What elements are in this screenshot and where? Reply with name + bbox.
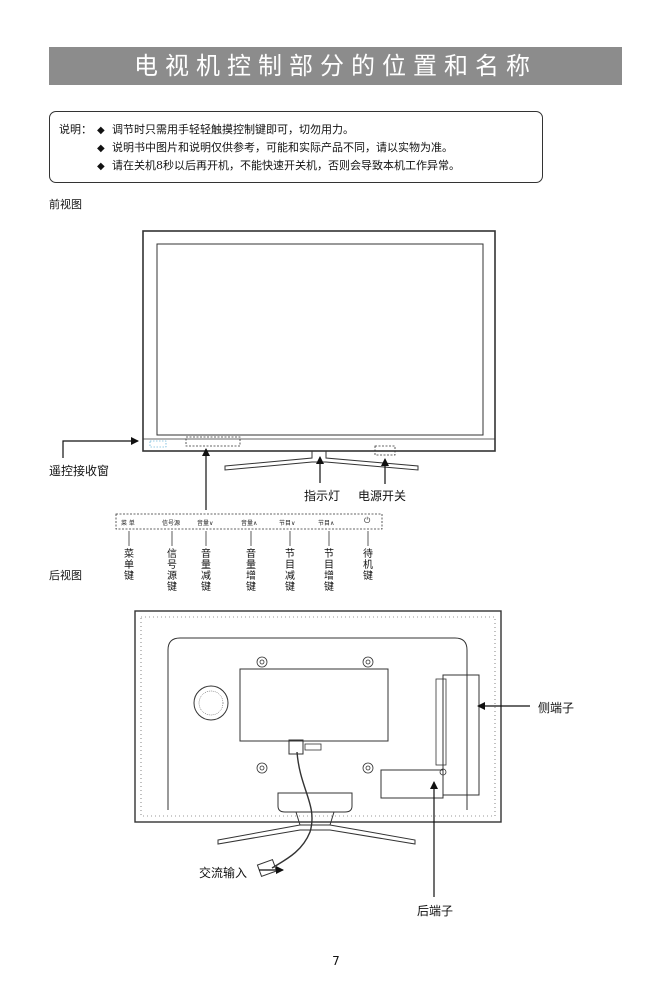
key-strip — [115, 513, 383, 530]
front-view-heading: 前视图 — [49, 198, 82, 211]
note-item-3: ◆请在关机8秒以后再开机，不能快速开关机，否则会导致本机工作异常。 — [97, 159, 460, 172]
diamond-bullet-icon: ◆ — [97, 143, 105, 154]
channel-up-key-label: 节目增键 — [324, 549, 334, 593]
section-title: 电视机控制部分的位置和名称 — [134, 52, 537, 80]
source-key-label: 信号源键 — [167, 549, 177, 593]
source-key-marking: 信号源 — [162, 520, 181, 527]
note-item-1: ◆调节时只需用手轻轻触摸控制键即可，切勿用力。 — [97, 123, 354, 136]
note-item-2: ◆说明书中图片和说明仅供参考，可能和实际产品不同，请以实物为准。 — [97, 141, 453, 154]
volume-down-key-label: 音量减键 — [201, 549, 211, 593]
rear-tv-illustration — [134, 610, 502, 878]
side-terminal-label: 侧端子 — [538, 701, 575, 715]
power-icon: ⏻ — [364, 516, 371, 525]
menu-key-label: 菜单键 — [124, 549, 134, 582]
volume-up-key-label: 音量增键 — [246, 549, 256, 593]
volume-up-key-marking: 音量∧ — [241, 520, 258, 527]
channel-up-key-marking: 节目∧ — [318, 520, 335, 527]
note-box: 说明： ◆调节时只需用手轻轻触摸控制键即可，切勿用力。 ◆说明书中图片和说明仅供… — [49, 111, 543, 183]
power-switch-label: 电源开关 — [358, 489, 407, 503]
diamond-bullet-icon: ◆ — [97, 125, 105, 136]
section-title-banner: 电视机控制部分的位置和名称 — [49, 47, 622, 85]
channel-down-key-marking: 节目∨ — [279, 520, 296, 527]
indicator-label: 指示灯 — [304, 489, 341, 503]
menu-key-marking: 菜 单 — [121, 520, 135, 527]
volume-down-key-marking: 音量∨ — [197, 520, 214, 527]
channel-down-key-label: 节目减键 — [285, 549, 295, 593]
note-label: 说明： — [59, 123, 92, 136]
rear-terminal-label: 后端子 — [417, 904, 454, 918]
ac-input-label: 交流输入 — [199, 866, 248, 880]
page-number: 7 — [332, 954, 340, 968]
front-tv-illustration — [142, 230, 496, 471]
standby-key-label: 待机键 — [363, 549, 373, 582]
diamond-bullet-icon: ◆ — [97, 161, 105, 172]
back-view-heading: 后视图 — [49, 569, 82, 582]
remote-receiver-label: 遥控接收窗 — [49, 464, 110, 478]
